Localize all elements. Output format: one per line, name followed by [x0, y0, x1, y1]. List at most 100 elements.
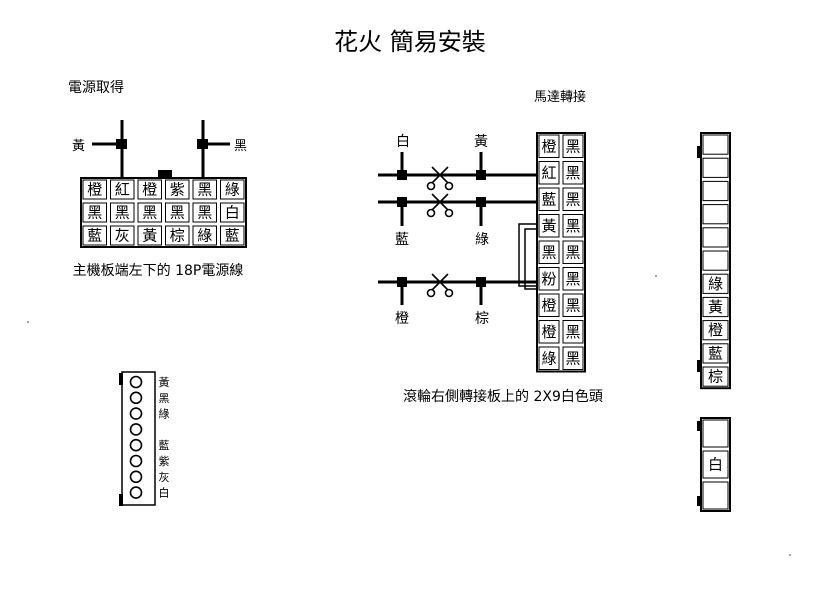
strip-latch	[697, 146, 701, 158]
tap-node-left	[116, 139, 127, 149]
scissors-icon	[426, 193, 454, 218]
motor-cell	[562, 161, 584, 185]
strip-cell-label: 黃	[708, 298, 723, 316]
power-cell	[137, 179, 162, 200]
wire-label-green: 綠	[475, 232, 489, 248]
motor-cell	[538, 240, 560, 264]
motor-cell-label: 黑	[565, 323, 580, 341]
power-cell	[220, 202, 245, 223]
power-connector-grid: 橙紅橙紫黑綠黑黑黑黑黑白藍灰黃棕綠藍	[80, 177, 247, 248]
motor-cell-label: 黑	[565, 243, 580, 261]
power-cell	[82, 225, 107, 246]
power-cell-label: 紅	[115, 181, 130, 199]
power-cell	[192, 225, 217, 246]
strip-cell	[702, 157, 729, 178]
power-taps	[92, 120, 230, 178]
node	[397, 277, 407, 287]
motor-cell-label: 橙	[541, 323, 556, 341]
motor-cell-label: 黑	[565, 349, 580, 367]
power-cell-label: 白	[225, 204, 240, 222]
motor-cell	[562, 214, 584, 238]
strip-cell	[702, 180, 729, 202]
pin-hole	[129, 470, 143, 484]
motor-wires	[378, 152, 537, 305]
motor-cell-label: 黑	[565, 217, 580, 235]
wire-label-white: 白	[396, 134, 410, 150]
pin-hole	[129, 486, 143, 499]
wire-label-blue: 藍	[395, 232, 409, 248]
motor-cell-label: 藍	[541, 190, 556, 208]
strip-cell	[702, 134, 729, 155]
motor-cell	[538, 161, 560, 185]
node	[476, 197, 486, 207]
motor-cell-label: 橙	[541, 137, 556, 155]
power-cell	[82, 202, 107, 223]
motor-cell	[562, 346, 584, 370]
motor-cell-label: 粉	[541, 270, 556, 288]
pin-label: 紫	[159, 455, 170, 468]
strip-latch	[697, 496, 701, 506]
strip-cell	[702, 273, 729, 294]
tap-left-label: 黃	[72, 139, 85, 154]
strip-latch	[697, 360, 701, 372]
motor-cell	[538, 320, 560, 344]
strip-cell	[702, 481, 729, 510]
pin-hole	[129, 423, 143, 436]
scissors-icon	[426, 273, 454, 298]
motor-cell-label: 紅	[541, 164, 556, 182]
power-cell-label: 黃	[142, 227, 157, 245]
stray-dot	[789, 554, 791, 556]
power-cell-label: 橙	[87, 181, 102, 199]
strip-cell-label: 棕	[708, 368, 723, 386]
motor-heading: 馬達轉接	[534, 89, 586, 105]
motor-cell-label: 黑	[565, 296, 580, 314]
power-cell	[192, 202, 217, 223]
connector-bracket	[518, 223, 537, 290]
power-cell-label: 棕	[170, 227, 185, 245]
motor-cell-label: 黃	[541, 217, 556, 235]
motor-cell	[538, 267, 560, 291]
node	[476, 170, 486, 180]
power-cell-label: 黑	[170, 204, 185, 222]
power-cell	[110, 225, 135, 246]
connector-key	[158, 170, 172, 178]
wire-label-brown: 棕	[475, 311, 489, 327]
node	[397, 170, 407, 180]
tap-right-label: 黑	[234, 139, 247, 154]
motor-caption: 滾輪右側轉接板上的 2X9白色頭	[403, 388, 603, 405]
motor-cell	[562, 320, 584, 344]
pin-label: 藍	[159, 439, 170, 452]
strip-cell	[702, 343, 729, 364]
strip-cell	[702, 250, 729, 271]
pin-hole	[129, 454, 143, 468]
strip-latch	[697, 421, 701, 431]
power-cell	[137, 202, 162, 223]
strip-cell	[702, 227, 729, 248]
terminal-strip-small: 白	[697, 417, 731, 512]
motor-cell	[562, 134, 584, 158]
power-cell-label: 橙	[142, 181, 157, 199]
power-cell	[82, 179, 107, 200]
node	[397, 197, 407, 207]
motor-cell	[538, 134, 560, 158]
strip-cell-label: 藍	[708, 344, 723, 362]
tap-node-right	[197, 139, 208, 149]
strip-cell	[702, 419, 729, 448]
strip-cell-label: 橙	[708, 321, 723, 339]
stray-dot	[655, 275, 657, 277]
power-cell	[220, 179, 245, 200]
power-cell-label: 黑	[197, 204, 212, 222]
motor-cell-label: 黑	[565, 137, 580, 155]
power-cell	[165, 202, 190, 223]
power-cell-label: 綠	[197, 227, 212, 245]
motor-cell-label: 黑	[565, 270, 580, 288]
motor-cell	[538, 293, 560, 317]
power-cell	[110, 179, 135, 200]
motor-cell-label: 綠	[541, 349, 556, 367]
power-cell-label: 黑	[87, 204, 102, 222]
strip-cell-label: 綠	[708, 275, 723, 293]
motor-cell	[562, 293, 584, 317]
motor-cell-label: 黑	[541, 243, 556, 261]
power-caption: 主機板端左下的 18P電源線	[73, 263, 244, 279]
